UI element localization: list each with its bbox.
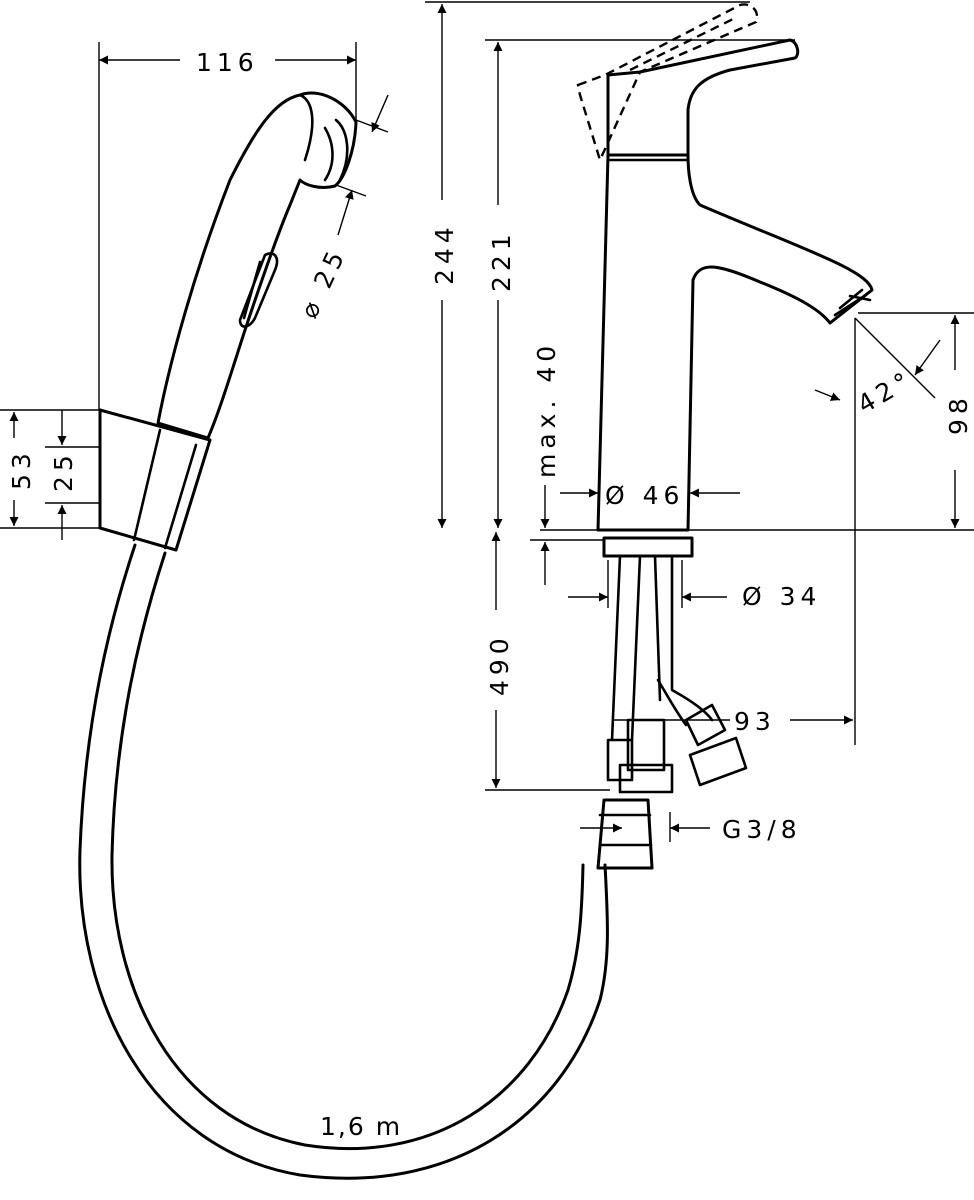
dim-max40 <box>530 485 604 585</box>
label-nozzle-25: ⌀ 25 <box>294 242 352 322</box>
label-34: Ø 34 <box>742 582 821 611</box>
dim-42deg <box>814 317 941 745</box>
dim-g38 <box>580 812 710 842</box>
hand-shower <box>156 91 358 440</box>
dim-25-nozzle <box>335 94 389 236</box>
label-g38: G3/8 <box>722 815 802 844</box>
label-25: 25 <box>49 450 78 492</box>
dim-98 <box>858 312 974 528</box>
label-244: 244 <box>430 222 459 285</box>
faucet-body <box>576 3 874 870</box>
dim-34 <box>568 560 727 608</box>
label-98: 98 <box>944 393 973 435</box>
label-93: 93 <box>734 707 776 736</box>
shower-hose <box>78 543 609 1180</box>
dim-holder <box>0 409 100 540</box>
label-116: 116 <box>196 48 259 77</box>
wall-holder <box>98 408 212 552</box>
dim-116 <box>98 42 357 410</box>
dim-221 <box>485 39 795 528</box>
label-221: 221 <box>487 229 516 292</box>
label-53: 53 <box>7 448 36 490</box>
dim-244 <box>425 1 750 528</box>
label-490: 490 <box>485 633 514 696</box>
label-42deg: 42° <box>853 364 919 419</box>
label-max40: max. 40 <box>532 341 561 478</box>
dim-490 <box>485 532 610 791</box>
label-46: Ø 46 <box>605 481 684 510</box>
label-hose-length: 1,6 m <box>320 1112 402 1141</box>
